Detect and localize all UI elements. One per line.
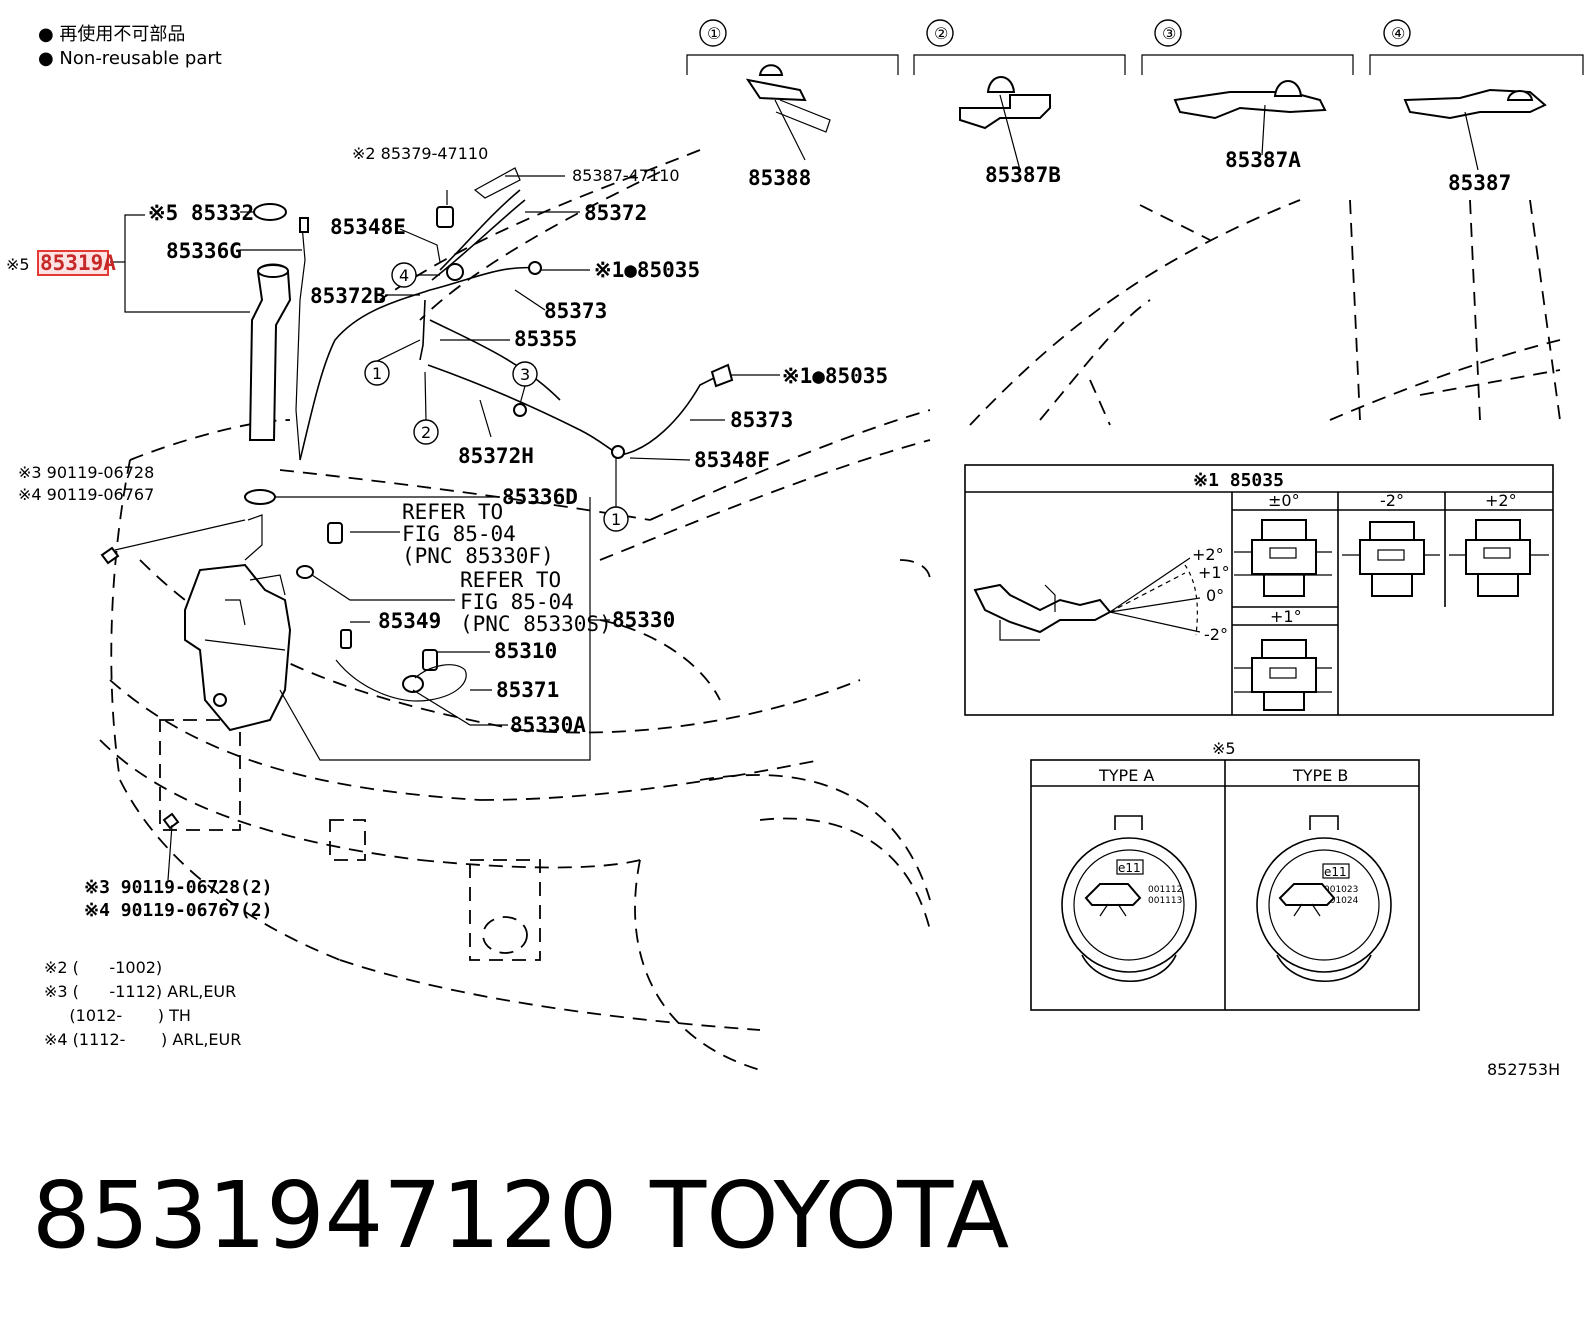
inset1-title: ※1 85035 [1193,470,1284,491]
label-85035-mid: ※1●85035 [782,364,888,388]
label-85372B: 85372B [310,284,386,308]
car-body-outline [99,149,931,1071]
detail-marker-2 [926,19,954,47]
label-85332: ※5 85332 [148,201,254,225]
label-85379: ※2 85379-47110 [352,144,488,163]
angle-label-0: ±0° [1268,491,1300,510]
footnote-3-th: (1012- ) TH [44,1006,191,1025]
legend-non-reusable-jp: ● 再使用不可部品 [38,24,185,45]
label-90119-06728: ※3 90119-06728 [18,463,154,482]
cap-a-code-e11: e11 [1118,861,1141,875]
label-85319A: 85319A [40,251,116,275]
label-refer2-l2: FIG 85-04 [460,590,574,614]
footnote-3: ※3 ( -1112) ARL,EUR [44,982,236,1001]
detail-marker-3 [1154,19,1182,47]
part-number: 8531947120 [32,1162,617,1269]
detail-part-85387: 85387 [1448,171,1511,195]
svg-text:④: ④ [1391,24,1405,43]
cap-b-code-2: 001024 [1324,896,1359,906]
highlight-box-85319A [37,250,109,276]
nozzle-view-plus2 [1449,519,1549,597]
label-85336G: 85336G [166,239,242,263]
label-85371: 85371 [496,678,559,702]
label-refer2-l1: REFER TO [460,568,561,592]
svg-text:①: ① [707,24,721,43]
inset-nozzle-angles: ※1 85035 ±0° -2° +2° +1° +2° +1° 0° -2° [964,464,1554,716]
label-85373-top: 85373 [544,299,607,323]
label-85330A: 85330A [510,713,586,737]
detail-marker-1 [699,19,727,47]
svg-text:1: 1 [611,510,621,529]
svg-text:1: 1 [372,364,382,383]
label-85035-top: ※1●85035 [594,258,700,282]
label-refer1-l2: FIG 85-04 [402,522,516,546]
angle-label-plus1: +1° [1270,607,1302,626]
detail-callouts: ① 85388 ② 85387B ③ 85387A ④ 85387 [686,19,1584,195]
washer-hoses [299,167,734,461]
part-labels: ※2 85379-47110 85387-47110 ※5 85332 8534… [6,144,888,921]
detail-marker-4 [1383,19,1411,47]
figure-id: 852753H [1487,1060,1560,1079]
type-b-label: TYPE B [1292,766,1348,785]
spray-plus2: +2° [1192,545,1224,564]
label-90119-06728-2: ※3 90119-06728(2) [84,877,272,898]
label-refer1-l1: REFER TO [402,500,503,524]
windshield-outline [969,199,1561,426]
label-90119-06767-2: ※4 90119-06767(2) [84,900,272,921]
filler-cap [253,203,287,221]
angle-label-minus2: -2° [1380,491,1404,510]
label-85355: 85355 [514,327,577,351]
footnotes: ※2 ( -1002) ※3 ( -1112) ARL,EUR (1012- )… [44,958,241,1049]
svg-text:4: 4 [399,266,409,285]
detail-part-85388: 85388 [748,166,811,190]
nozzle-view-minus2 [1342,521,1440,597]
label-85387-47110: 85387-47110 [572,166,680,185]
detail-part-85387A: 85387A [1225,148,1301,172]
label-85373-mid: 85373 [730,408,793,432]
label-85372H: 85372H [458,444,534,468]
label-90119-06767: ※4 90119-06767 [18,485,154,504]
cap-a-code-2: 001113 [1148,896,1182,906]
cap-type-b: e11 001023 001024 [1256,815,1392,983]
inset-cap-types: ※5 TYPE A TYPE B e11 001112 001113 e11 0… [1030,739,1420,1011]
cap-b-code-e11: e11 [1324,865,1347,879]
svg-text:2: 2 [421,423,431,442]
washer-tank [184,563,292,732]
legend-non-reusable-en: ● Non-reusable part [38,48,222,69]
cap-a-code-1: 001112 [1148,885,1182,895]
label-85348F: 85348F [694,448,770,472]
label-85310: 85310 [494,639,557,663]
spray-0: 0° [1206,586,1224,605]
label-refer1-l3: (PNC 85330F) [402,544,554,568]
label-refer2-l3: (PNC 85330S) [460,612,612,636]
spray-plus1: +1° [1198,563,1230,582]
brand-name: TOYOTA [649,1162,1009,1269]
cap-type-a: e11 001112 001113 [1061,815,1197,983]
filler-pipe [248,263,292,441]
spray-minus2: -2° [1204,625,1228,644]
hose-callouts: 4 1 2 3 1 [364,262,629,532]
label-85330: 85330 [612,608,675,632]
footnote-2: ※2 ( -1002) [44,958,162,977]
svg-text:3: 3 [520,365,530,384]
nozzle-view-plus1 [1234,639,1332,711]
detail-part-85387B: 85387B [985,163,1061,187]
inset2-title: ※5 [1212,739,1236,758]
leader-lines [110,175,780,881]
label-85349: 85349 [378,609,441,633]
label-85336D: 85336D [502,485,578,509]
type-a-label: TYPE A [1098,766,1154,785]
svg-text:②: ② [934,24,948,43]
label-85319A-prefix: ※5 [6,255,30,274]
label-85372: 85372 [584,201,647,225]
angle-label-plus2: +2° [1485,491,1517,510]
washer-tank-assembly [100,203,467,830]
svg-text:③: ③ [1162,24,1176,43]
nozzle-view-0 [1234,519,1332,597]
cap-b-code-1: 001023 [1324,885,1358,895]
footnote-4: ※4 (1112- ) ARL,EUR [44,1030,241,1049]
label-85348E: 85348E [330,215,406,239]
